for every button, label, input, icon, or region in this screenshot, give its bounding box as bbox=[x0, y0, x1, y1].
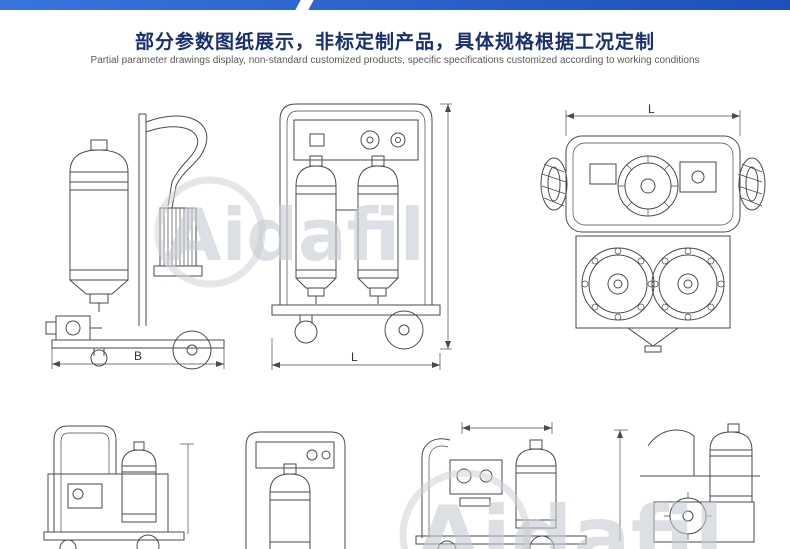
drawings-area: B bbox=[0, 80, 790, 549]
pump-box bbox=[589, 161, 717, 193]
side-view-drawing: B bbox=[45, 113, 225, 370]
motor bbox=[617, 155, 679, 217]
page-title: 部分参数图纸展示，非标定制产品，具体规格根据工况定制 bbox=[134, 32, 655, 53]
base-and-wheels bbox=[271, 304, 441, 350]
filter-housings bbox=[575, 235, 731, 353]
handle-post bbox=[138, 113, 208, 326]
right-wheel bbox=[737, 157, 766, 211]
filter-canister-right bbox=[336, 155, 399, 304]
page-subtitle: Partial parameter drawings display, non-… bbox=[90, 55, 700, 66]
top-banner-band bbox=[0, 0, 790, 10]
bottom-drawing-1 bbox=[43, 425, 194, 549]
plan-view-drawing: L bbox=[540, 102, 766, 353]
bottom-drawing-2 bbox=[245, 431, 346, 549]
ribbed-motor bbox=[153, 207, 203, 277]
bottom-drawing-4 bbox=[614, 423, 760, 543]
filter-canister bbox=[69, 139, 129, 312]
dimension-l-top: L bbox=[565, 102, 741, 136]
dimension-l: L bbox=[271, 338, 441, 370]
bottom-drawing-3 bbox=[415, 422, 587, 549]
filter-canister-left bbox=[295, 155, 337, 304]
dimension-b: B bbox=[51, 346, 225, 369]
dimension-label-b: B bbox=[134, 349, 142, 363]
front-view-drawing: L bbox=[271, 103, 452, 370]
pump-unit bbox=[45, 315, 102, 341]
cart-frame bbox=[279, 103, 433, 305]
gauges bbox=[309, 130, 406, 150]
left-wheel bbox=[540, 157, 568, 211]
handle-frame bbox=[565, 135, 741, 233]
dimension-label-l-front: L bbox=[351, 350, 358, 364]
base-and-wheels bbox=[51, 330, 225, 370]
dimension-label-l-plan: L bbox=[648, 102, 655, 116]
banner-notch bbox=[295, 0, 314, 10]
dimension-height bbox=[440, 103, 452, 350]
